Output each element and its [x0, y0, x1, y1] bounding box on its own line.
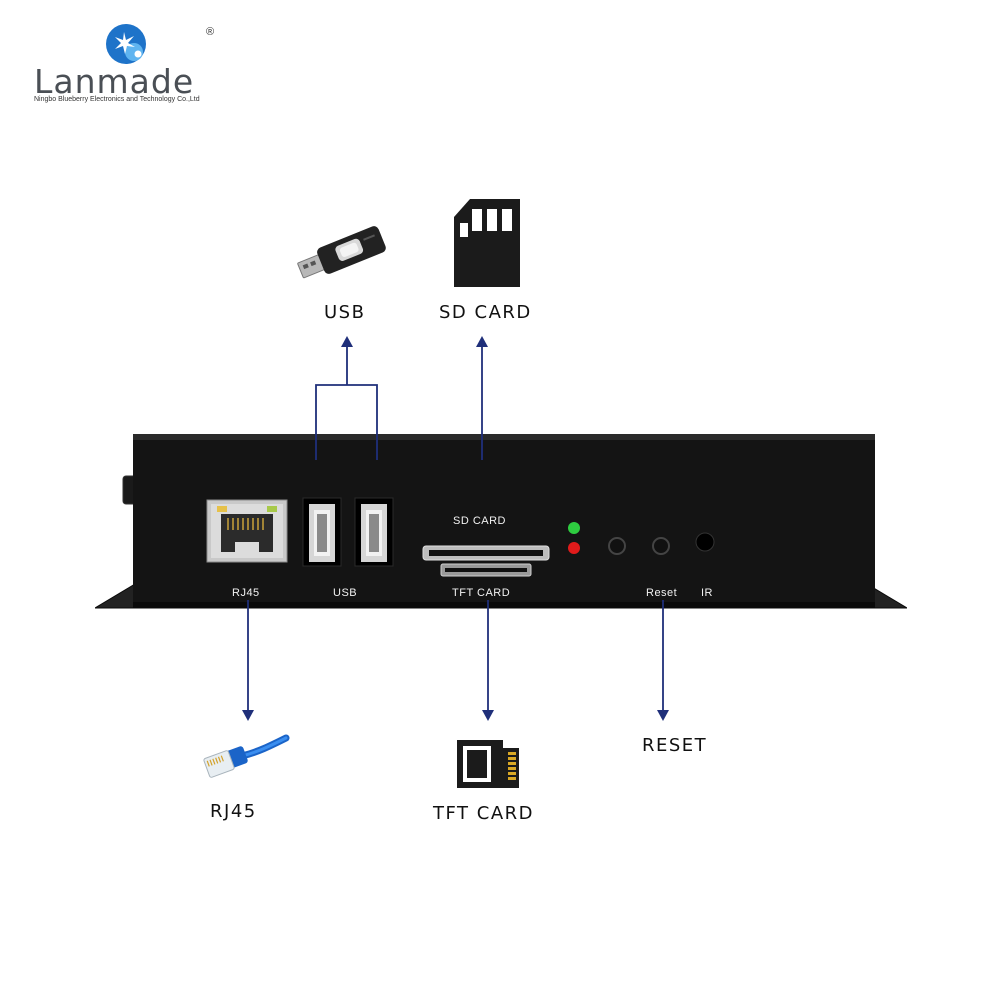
rj45-cable-icon: [203, 734, 290, 778]
panel-label-reset: Reset: [646, 587, 678, 599]
device-front-panel: [95, 434, 907, 609]
panel-label-tft-card: TFT CARD: [452, 587, 511, 599]
usb-port-1: [302, 497, 342, 567]
usb-callout-label: USB: [324, 302, 366, 323]
reset-button[interactable]: [652, 537, 670, 555]
tft-card-slot: [440, 563, 532, 577]
panel-label-usb: USB: [333, 587, 358, 599]
usb-flash-drive-icon: [297, 226, 386, 279]
registered-mark: ®: [206, 26, 215, 38]
rj45-port: [206, 499, 288, 563]
panel-label-rj45: RJ45: [232, 587, 260, 599]
status-led-red: [568, 542, 580, 554]
sd-card-icon: [454, 199, 520, 287]
front-button[interactable]: [608, 537, 626, 555]
reset-callout-label: RESET: [642, 735, 708, 756]
tft-card-icon: [457, 740, 519, 788]
usb-port-2: [354, 497, 394, 567]
panel-label-sd-card: SD CARD: [453, 515, 507, 527]
tft-card-callout-label: TFT CARD: [433, 803, 534, 824]
logo-emblem-icon: [106, 24, 146, 64]
brand-logo: Lanmade Ningbo Blueberry Electronics and…: [30, 22, 230, 104]
ir-receiver: [695, 532, 715, 552]
status-led-green: [568, 522, 580, 534]
panel-label-ir: IR: [701, 587, 713, 599]
sd-card-slot: [422, 545, 550, 561]
logo-wordmark: Lanmade: [34, 62, 195, 101]
logo-company-name: Ningbo Blueberry Electronics and Technol…: [34, 96, 200, 103]
sd-card-callout-label: SD CARD: [439, 302, 532, 323]
rj45-callout-label: RJ45: [210, 801, 257, 822]
media-player-device: RJ45 USB SD CARD TFT CARD Reset IR: [95, 434, 907, 614]
